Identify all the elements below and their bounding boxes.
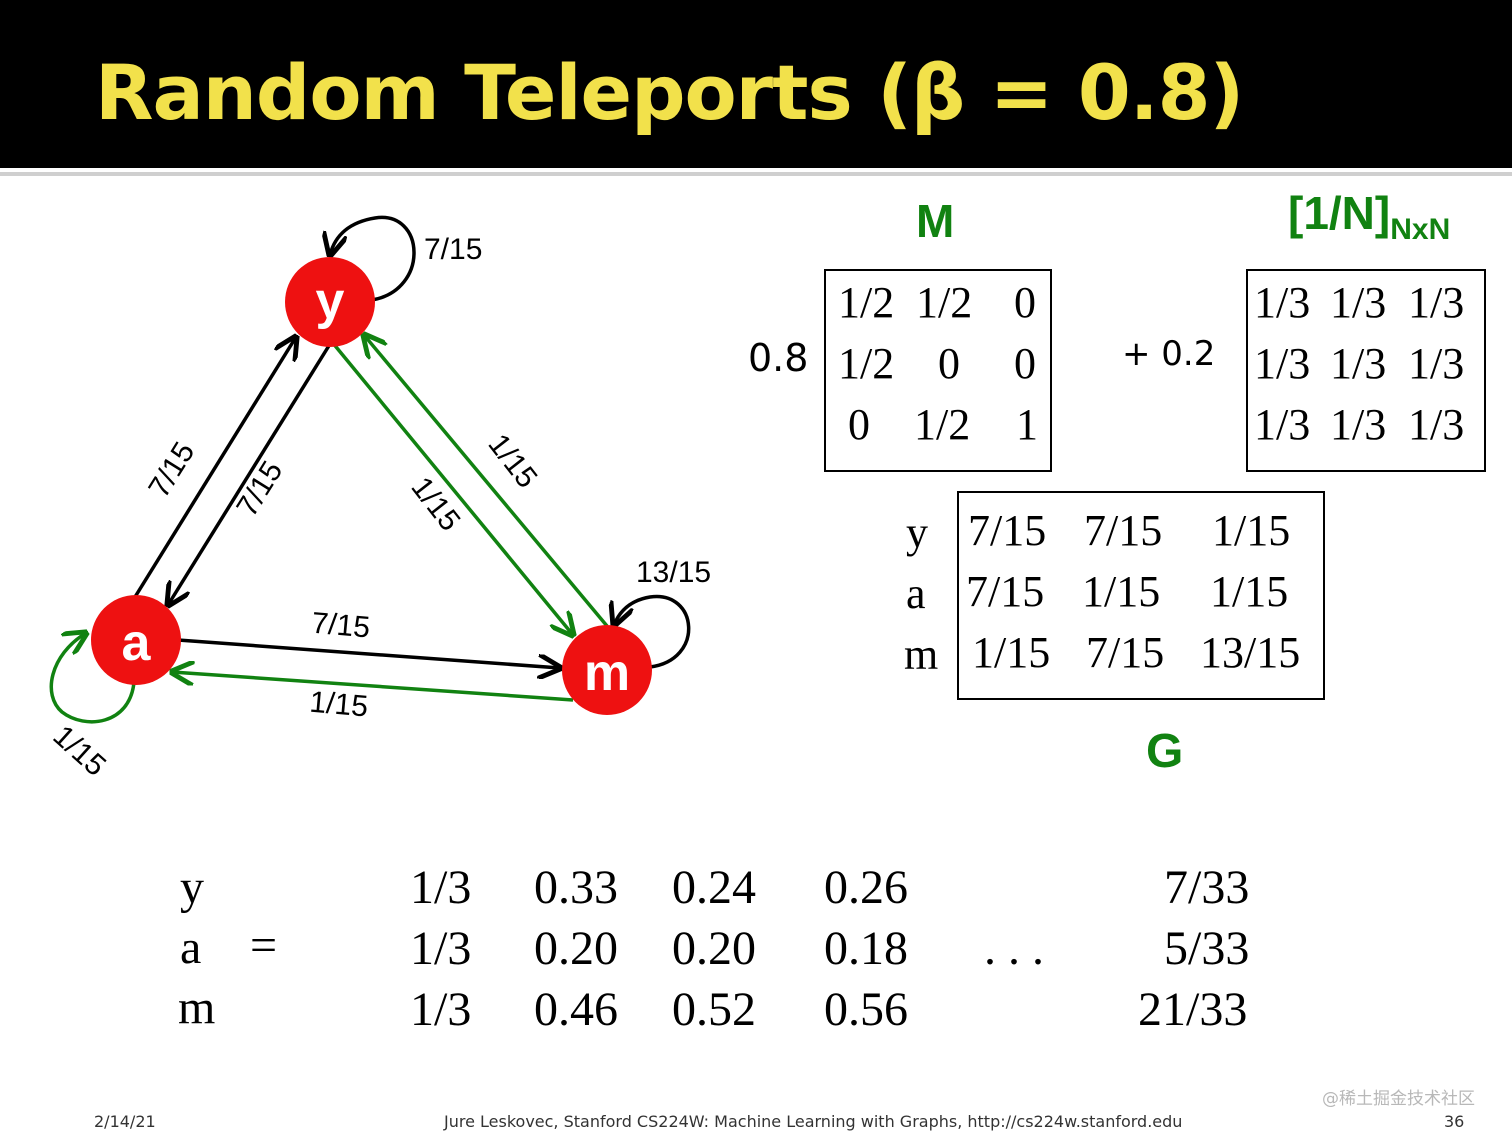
title-bar [0,0,1512,168]
footer-page-number: 36 [1444,1112,1465,1131]
matrix-n-cell: 1/3 [1408,339,1465,388]
matrix-g-cell: 1/15 [1212,506,1291,555]
matrix-g-row-label: m [904,630,939,679]
title-divider [0,172,1512,176]
matrix-g-row-label: a [906,569,926,618]
iteration-value: 0.24 [672,861,756,914]
matrix-g-cell: 1/15 [1082,567,1161,616]
iteration-value: 1/3 [410,922,472,975]
matrix-m-cell: 1/2 [838,339,895,388]
matrix-m-box [824,269,1052,472]
matrix-g-cell: 1/15 [1210,567,1289,616]
iteration-label: y [180,861,204,914]
iteration-label: a [180,921,202,974]
matrix-n-box [1246,269,1486,472]
matrix-n-cell: 1/3 [1408,400,1465,449]
edge-m-to-a [172,672,574,702]
matrix-m-cell: 1/2 [914,400,971,449]
label-m-to-a: 1/15 [308,686,369,724]
iteration-value: 0.52 [672,983,756,1036]
label-y-to-m: 1/15 [405,471,467,537]
matrix-g-cell: 7/15 [1084,506,1163,555]
label-a-to-y: 7/15 [142,436,201,503]
label-a-to-m: 7/15 [310,607,371,645]
matrix-n-heading: [1/N]NxN [1288,186,1450,246]
matrix-m-cell: 0 [1014,278,1036,327]
matrix-m-coefficient: 0.8 [748,336,809,380]
matrix-m-cell: 0 [938,339,960,388]
matrix-n-cell: 1/3 [1254,278,1311,327]
iteration-value: 0.26 [824,861,908,914]
matrix-n-heading-main: [1/N] [1288,187,1391,239]
iteration-value: 1/3 [410,861,472,914]
edge-a-to-m [177,638,560,668]
matrix-m-cell: 1/2 [916,278,973,327]
iteration-value: 1/3 [410,983,472,1036]
iteration-value: 0.20 [672,922,756,975]
matrix-m-heading: M [916,195,955,247]
matrix-n-cell: 1/3 [1254,400,1311,449]
matrix-m-cell: 1 [1016,400,1038,449]
edge-m-self-loop [614,594,691,669]
matrix-g-cell: 13/15 [1200,628,1301,677]
node-a [91,595,181,685]
iteration-value: 0.56 [824,983,908,1036]
label-m-self: 13/15 [636,556,711,589]
matrix-n-heading-sub: NxN [1390,213,1451,246]
matrix-m-cell: 0 [848,400,870,449]
node-a-label: a [122,614,152,672]
matrix-g-heading: G [1146,725,1184,778]
iteration-value: 0.18 [824,922,908,975]
matrix-n-cell: 1/3 [1408,278,1465,327]
edge-a-to-y [133,337,296,598]
matrix-g-cell: 7/15 [1086,628,1165,677]
node-m [562,625,652,715]
footer-date: 2/14/21 [94,1112,156,1131]
edge-m-to-y [364,335,609,628]
edge-y-to-m [330,340,573,635]
iteration-ellipsis: . . . [984,922,1044,975]
matrix-g-cell: 7/15 [966,567,1045,616]
iteration-value: 0.20 [534,922,618,975]
iteration-value: 0.46 [534,983,618,1036]
edge-a-self-loop [49,633,136,724]
footer-citation: Jure Leskovec, Stanford CS224W: Machine … [444,1112,1183,1131]
iteration-equals: = [250,919,278,972]
matrix-n-cell: 1/3 [1330,278,1387,327]
slide-title: Random Teleports (β = 0.8) [95,48,1244,137]
matrix-g-box [957,491,1325,700]
label-y-self: 7/15 [424,233,482,266]
iteration-final: 21/33 [1138,983,1248,1036]
graph-diagram: 7/15 7/15 7/15 1/15 1/15 13/15 7/15 1/15… [47,215,711,783]
iteration-final: 5/33 [1164,922,1250,975]
matrix-g-cell: 1/15 [972,628,1051,677]
node-m-label: m [584,644,630,702]
edge-y-to-a [168,343,332,605]
matrix-m-cell: 0 [1014,339,1036,388]
matrix-n-cell: 1/3 [1330,339,1387,388]
iteration-final: 7/33 [1164,861,1250,914]
edge-y-self-loop [330,215,416,302]
iteration-label: m [178,981,216,1034]
watermark: @稀土掘金技术社区 [1322,1089,1475,1109]
node-y-label: y [316,272,345,330]
iteration-value: 0.33 [534,861,618,914]
matrix-g-cell: 7/15 [968,506,1047,555]
matrix-n-cell: 1/3 [1330,400,1387,449]
matrix-m-cell: 1/2 [838,278,895,327]
node-y [285,257,375,347]
matrix-n-cell: 1/3 [1254,339,1311,388]
matrix-n-coefficient: + 0.2 [1122,334,1216,374]
matrix-g-row-label: y [906,508,928,557]
label-a-self: 1/15 [47,719,112,783]
